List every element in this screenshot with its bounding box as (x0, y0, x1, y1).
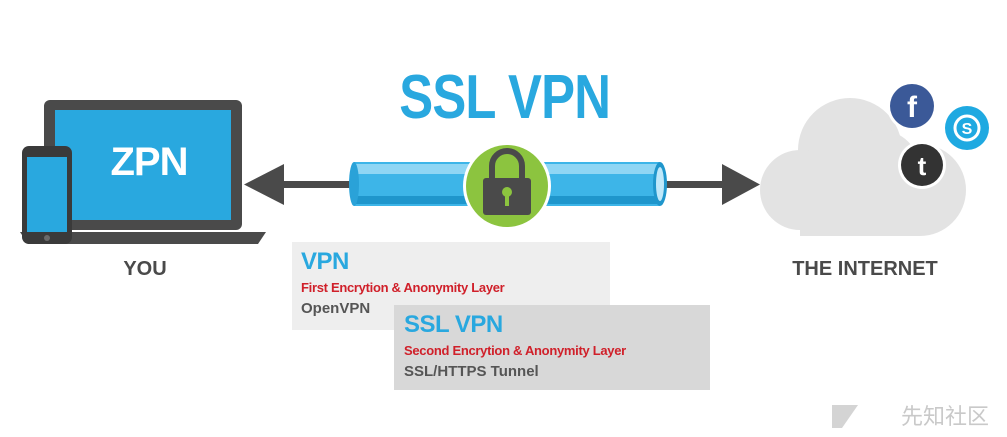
internet-label: THE INTERNET (792, 258, 938, 280)
skype-icon: S (942, 103, 992, 153)
cloud-icon (760, 98, 966, 236)
layer-protocol: OpenVPN (301, 300, 371, 317)
layer-title: VPN (301, 248, 349, 275)
arrow-right (662, 164, 760, 205)
svg-text:S: S (962, 121, 973, 138)
layer-title: SSL VPN (404, 311, 503, 338)
laptop-screen-text: ZPN (110, 140, 189, 184)
layer-subtitle: Second Encrytion & Anonymity Layer (404, 343, 626, 358)
watermark-logo-icon (832, 405, 858, 428)
phone-icon (22, 146, 72, 244)
layer-subtitle: First Encrytion & Anonymity Layer (301, 280, 505, 295)
lock-icon (463, 142, 551, 230)
svg-text:f: f (907, 91, 918, 124)
watermark-text: 先知社区 (900, 405, 989, 430)
svg-text:t: t (918, 151, 927, 181)
twitter-icon: t (898, 141, 946, 189)
you-label: YOU (123, 258, 167, 280)
arrow-left (244, 164, 356, 205)
layer-box-ssl-vpn: SSL VPN Second Encrytion & Anonymity Lay… (394, 305, 710, 390)
laptop-icon (20, 100, 266, 244)
diagram-title: SSL VPN (399, 63, 611, 132)
facebook-icon: f (887, 81, 937, 131)
layer-protocol: SSL/HTTPS Tunnel (404, 363, 539, 380)
